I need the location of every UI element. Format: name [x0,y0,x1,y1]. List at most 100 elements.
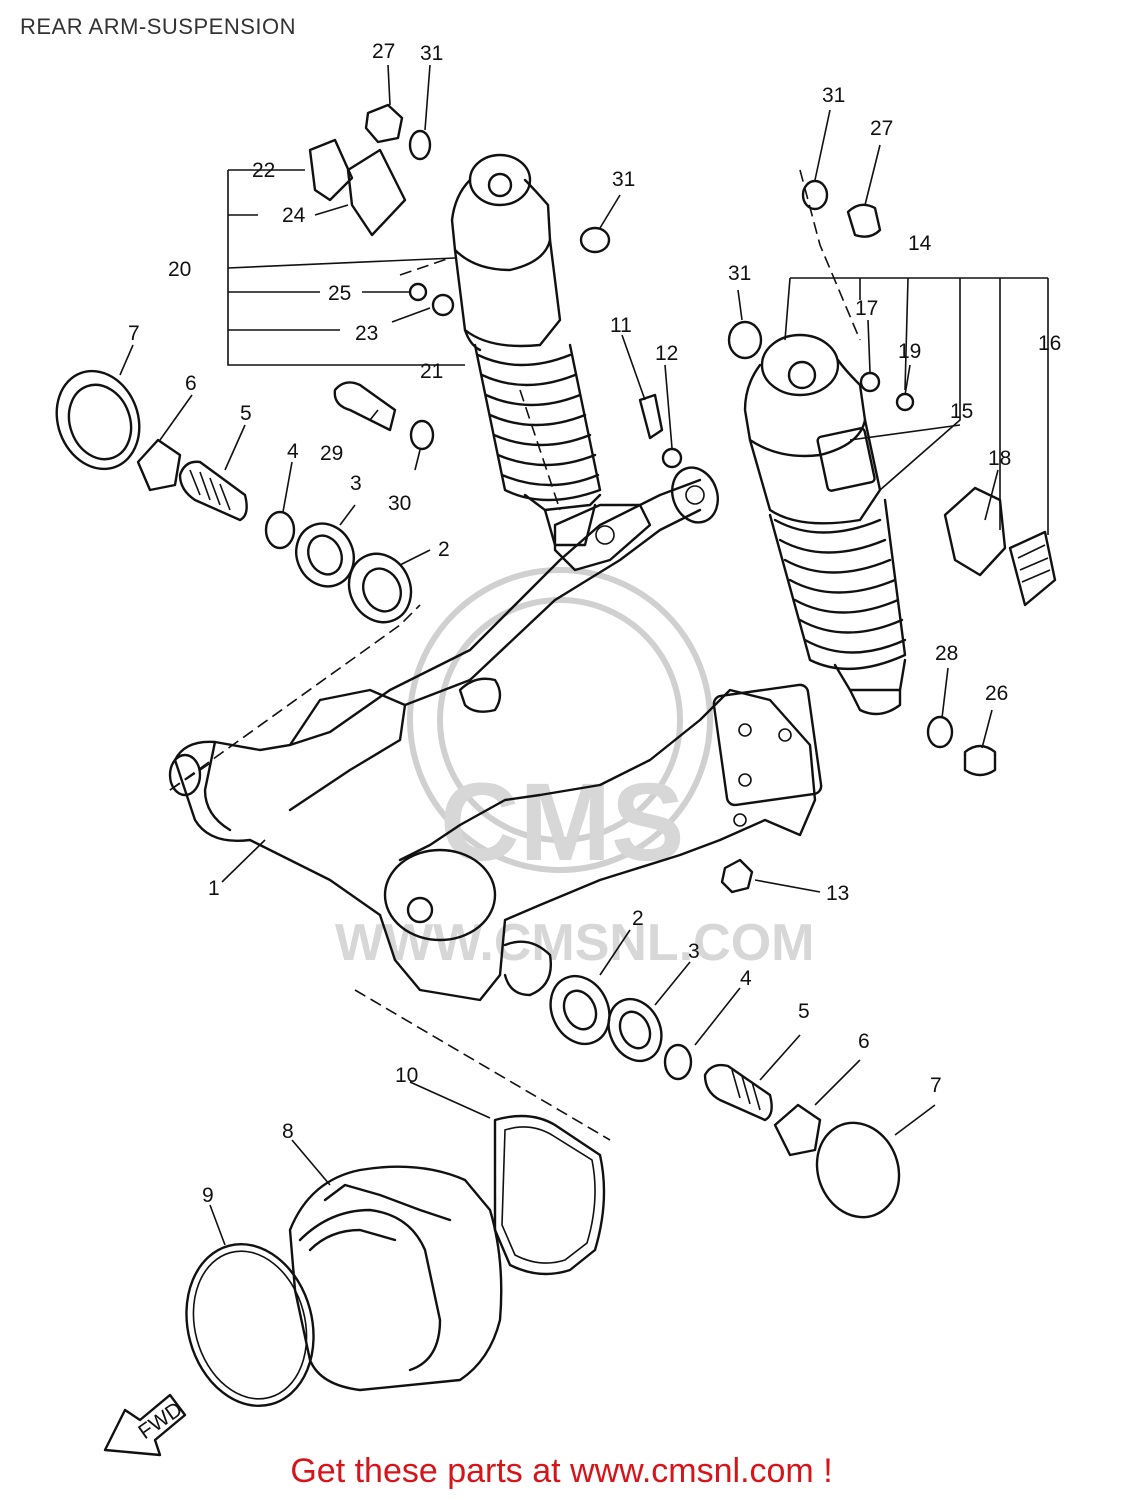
callout-9: 9 [202,1184,214,1207]
right-lower-fittings[interactable] [720,715,997,894]
callout-12: 12 [655,342,678,365]
washer-31b [579,226,611,254]
callout-31: 31 [612,168,635,191]
callout-31: 31 [420,42,443,65]
fwd-arrow: FWD [103,1393,187,1457]
callout-24: 24 [282,204,306,227]
callout-2: 2 [632,907,644,930]
bearing-2b [549,974,611,1046]
fwd-arrow-label: FWD [134,1398,186,1444]
mid-fittings[interactable] [333,381,683,469]
callout-31: 31 [822,84,845,107]
pivot-shaft-5a [178,460,248,522]
shock-bracket [553,503,652,572]
callout-26: 26 [985,682,1008,705]
bracket-22 [308,138,354,202]
callout-16: 16 [1038,332,1061,355]
nut-17 [859,371,881,393]
callout-11: 11 [610,314,632,337]
cap-7a [55,369,141,471]
callout-14: 14 [908,232,932,255]
callout-6: 6 [185,372,197,395]
callouts: 27 31 22 24 20 25 23 21 31 31 27 14 31 1… [128,40,1061,1207]
right-upper-fittings[interactable] [727,179,1057,607]
callout-8: 8 [282,1120,294,1143]
nut-25 [408,282,428,302]
callout-10: 10 [395,1064,418,1087]
plate-16 [1008,530,1057,607]
right-pivot-stack[interactable] [540,966,912,1228]
bracket-18 [943,486,1007,577]
final-drive-housing [383,848,497,942]
ring-9 [185,1242,315,1408]
washer-30 [409,419,435,451]
callout-7: 7 [128,322,140,345]
boot-8 [288,1165,503,1392]
callout-4: 4 [287,440,299,463]
callout-1: 1 [208,877,220,900]
callout-3: 3 [688,940,700,963]
nut-23 [431,293,455,317]
pivot-shaft-5b [703,1063,773,1122]
callout-6: 6 [858,1030,870,1053]
watermark-url: WWW.CMSNL.COM [335,914,814,972]
callout-13: 13 [826,882,849,905]
callout-31: 31 [728,262,751,285]
shock-mount-plate [712,683,823,807]
right-shock-absorber[interactable] [743,333,907,716]
center-bolt [458,677,502,713]
page-title: REAR ARM-SUSPENSION [20,14,296,39]
washer-31a [408,129,432,161]
callout-17: 17 [855,297,878,320]
assembly-guide-lines [169,169,861,1141]
callout-29: 29 [320,442,343,465]
leader-lines [119,64,1049,1246]
callout-7: 7 [930,1074,942,1097]
left-upper-fittings[interactable] [308,103,611,317]
swing-arm[interactable] [168,461,823,1002]
nut-19 [895,392,915,412]
nut-6a [136,438,182,492]
drive-boot-assembly[interactable] [169,1114,606,1420]
washer-31c [801,179,829,211]
callout-28: 28 [935,642,958,665]
gasket-10 [493,1114,606,1276]
cap-nut-27 [364,103,404,144]
callout-25: 25 [328,282,351,305]
callout-23: 23 [355,322,378,345]
callout-30: 30 [388,492,411,515]
cap-7b [815,1121,901,1219]
nut-12 [661,447,683,469]
cap-27b [846,203,882,238]
callout-4: 4 [740,967,752,990]
callout-15: 15 [950,400,973,423]
pivot-tube-end [168,753,202,797]
callout-5: 5 [240,402,252,425]
callout-27: 27 [372,40,395,63]
bolt-29 [333,381,397,432]
cover-24 [346,148,407,237]
callout-2: 2 [438,538,450,561]
seal-3a [295,522,355,588]
collar-4b [663,1043,693,1081]
seal-3b [607,997,663,1063]
left-pivot-stack[interactable] [43,359,422,632]
washer-31d [727,320,763,360]
footer-cta[interactable]: Get these parts at www.cmsnl.com ! [290,1452,833,1490]
nut-6b [773,1103,822,1157]
left-shock-absorber[interactable] [450,153,602,547]
bolt-11 [638,393,664,440]
bearing-2a [347,552,413,624]
washer-28 [926,715,954,749]
cap-nut-26 [963,744,997,777]
callout-19: 19 [898,340,921,363]
collar-4a [264,510,296,550]
callout-27: 27 [870,117,893,140]
callout-5: 5 [798,1000,810,1023]
callout-18: 18 [988,447,1011,470]
callout-3: 3 [350,472,362,495]
callout-21: 21 [420,360,443,383]
callout-22: 22 [252,159,275,182]
bolt-13 [720,858,754,894]
